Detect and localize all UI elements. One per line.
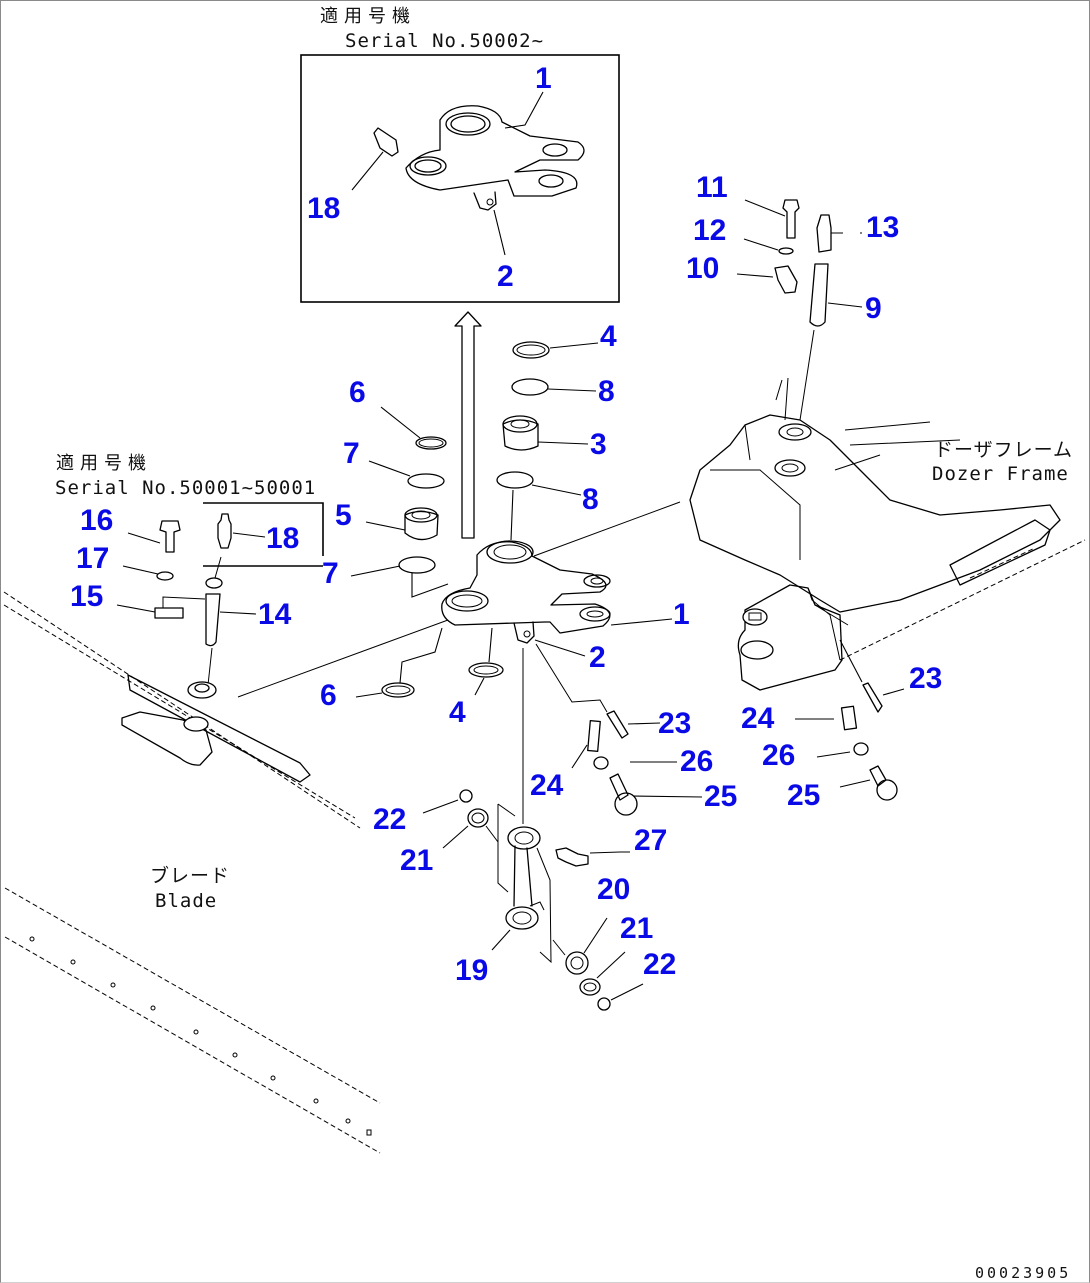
inset-top: 適用号機 Serial No.50002~ 1 18 2 bbox=[300, 6, 620, 303]
callout-7: 7 bbox=[343, 437, 360, 470]
callout-27: 27 bbox=[634, 824, 667, 857]
callout-4: 4 bbox=[600, 320, 617, 353]
dozer-frame-label-en: Dozer Frame bbox=[932, 463, 1069, 485]
pin-23-center bbox=[535, 643, 629, 739]
inset-left-title-jp: 適用号機 bbox=[56, 453, 152, 474]
arrow-up-icon bbox=[454, 311, 482, 539]
plate-15 bbox=[154, 596, 206, 619]
callout-8: 8 bbox=[598, 375, 615, 408]
callout-6: 6 bbox=[349, 376, 366, 409]
callout-13: 13 bbox=[866, 211, 899, 244]
washer-12 bbox=[778, 247, 794, 255]
callout-8: 8 bbox=[582, 483, 599, 516]
callout-23: 23 bbox=[909, 662, 942, 695]
callout-10: 10 bbox=[686, 252, 719, 285]
bolt-25-right bbox=[869, 765, 898, 801]
inset-top-title-en: Serial No.50002~ bbox=[345, 30, 544, 52]
callout-20: 20 bbox=[597, 873, 630, 906]
grease-fitting-27 bbox=[555, 847, 589, 867]
callout-24: 24 bbox=[741, 702, 775, 735]
inset-left-title-en: Serial No.50001~50001 bbox=[55, 477, 316, 499]
blade-label-en: Blade bbox=[155, 890, 217, 912]
callout-25: 25 bbox=[787, 779, 820, 812]
clip-24-center bbox=[587, 719, 601, 753]
callout-2: 2 bbox=[589, 641, 606, 674]
washer-21-upper bbox=[467, 808, 499, 843]
nut-22-lower bbox=[597, 997, 611, 1011]
shim-7-lower bbox=[398, 556, 436, 574]
callout-1: 1 bbox=[535, 62, 552, 95]
inset-grease-fitting bbox=[373, 127, 399, 157]
bolt-16 bbox=[159, 520, 181, 553]
shim-8-upper bbox=[511, 378, 549, 396]
callout-18: 18 bbox=[266, 522, 299, 555]
shim-8-lower bbox=[496, 471, 534, 489]
inset-top-title-jp: 適用号機 bbox=[320, 6, 416, 27]
washer-21-lower bbox=[579, 978, 601, 996]
callout-5: 5 bbox=[335, 499, 352, 532]
callout-16: 16 bbox=[80, 504, 113, 537]
washer-26-right bbox=[853, 742, 869, 756]
callout-1: 1 bbox=[673, 598, 690, 631]
seal-4-upper bbox=[512, 341, 550, 359]
callout-6: 6 bbox=[320, 679, 337, 712]
grease-fitting-18 bbox=[217, 513, 232, 549]
blade-arm bbox=[3, 591, 449, 829]
callout-15: 15 bbox=[70, 580, 103, 613]
callout-21: 21 bbox=[620, 912, 653, 945]
callout-2: 2 bbox=[497, 260, 514, 293]
washer-26-center bbox=[593, 756, 609, 770]
inset-top-box bbox=[300, 54, 620, 303]
callout-26: 26 bbox=[680, 745, 713, 778]
washer-17 bbox=[156, 571, 174, 581]
bushing-3 bbox=[502, 415, 539, 451]
callout-23: 23 bbox=[658, 707, 691, 740]
pin-9 bbox=[799, 263, 829, 421]
callout-4: 4 bbox=[449, 696, 466, 729]
bushing-5 bbox=[404, 507, 439, 541]
callout-14: 14 bbox=[258, 598, 292, 631]
callout-26: 26 bbox=[762, 739, 795, 772]
plate-10 bbox=[774, 265, 798, 294]
clip-24-right bbox=[840, 705, 858, 731]
link-19 bbox=[497, 648, 552, 964]
callout-18: 18 bbox=[307, 192, 340, 225]
callout-9: 9 bbox=[865, 292, 882, 325]
blade: ブレード Blade bbox=[4, 864, 381, 1154]
dozer-frame bbox=[689, 377, 1086, 691]
nut-22-upper bbox=[459, 789, 473, 803]
document-number: 00023905 bbox=[975, 1264, 1071, 1282]
callout-17: 17 bbox=[76, 542, 109, 575]
inset-left: 適用号機 Serial No.50001~50001 18 bbox=[55, 453, 324, 567]
callout-19: 19 bbox=[455, 954, 488, 987]
callout-12: 12 bbox=[693, 214, 726, 247]
dozer-frame-label-jp: ドーザフレーム bbox=[934, 439, 1073, 461]
callout-22: 22 bbox=[643, 948, 676, 981]
callout-25: 25 bbox=[704, 780, 737, 813]
bushing-20 bbox=[552, 939, 589, 975]
inset-trunnion-bracket bbox=[405, 105, 585, 211]
seal-6-lower bbox=[381, 682, 415, 698]
pin-14 bbox=[205, 556, 223, 686]
grease-fitting-13 bbox=[816, 214, 832, 253]
callout-22: 22 bbox=[373, 803, 406, 836]
callout-3: 3 bbox=[590, 428, 607, 461]
blade-label-jp: ブレード bbox=[150, 864, 230, 887]
callout-21: 21 bbox=[400, 844, 433, 877]
trunnion-bracket-1 bbox=[441, 501, 681, 644]
seal-4-lower bbox=[468, 662, 504, 678]
bolt-25-center bbox=[609, 773, 638, 816]
callout-11: 11 bbox=[696, 171, 728, 204]
pin-23-right bbox=[862, 682, 883, 713]
bolt-11 bbox=[782, 199, 800, 239]
callout-7: 7 bbox=[322, 557, 339, 590]
callout-24: 24 bbox=[530, 769, 564, 802]
shim-7-upper bbox=[407, 473, 445, 489]
seal-6-upper bbox=[415, 436, 447, 450]
